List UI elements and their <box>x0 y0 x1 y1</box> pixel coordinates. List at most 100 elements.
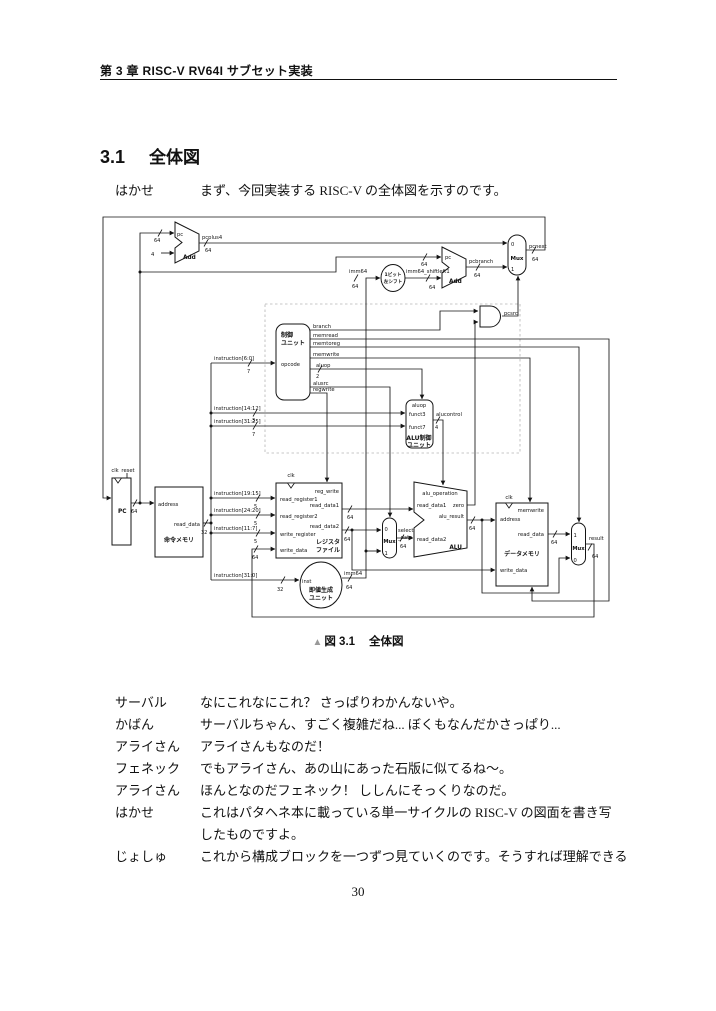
select-data-mux <box>382 517 397 559</box>
diagram-label: write_data <box>280 548 307 554</box>
diagram-label: instruction[24:20] <box>214 508 261 514</box>
dialog-row: フェネックでもアライさん、あの山にあった石版に似てるね〜。 <box>115 758 645 780</box>
diagram-label: alu_operation <box>422 491 457 497</box>
alu-control-unit <box>405 399 434 449</box>
diagram-label: 制御 <box>281 331 293 339</box>
wire-junction <box>209 496 213 500</box>
diagram-label: 即値生成 <box>309 586 333 594</box>
diagram-label: 64 <box>252 555 258 561</box>
diagram-label: 64 <box>346 585 352 591</box>
chapter-header: 第 3 章 RISC-V RV64I サブセット実装 <box>100 64 313 78</box>
diagram-label: レジスタ <box>316 538 340 546</box>
bus-width-tick <box>157 229 163 237</box>
diagram-label: 64 <box>474 273 480 279</box>
diagram-label: pcplus4 <box>202 235 223 241</box>
diagram-label: read_data1 <box>310 503 339 509</box>
diagram-label: pcnext <box>529 244 547 250</box>
wire-junction <box>480 518 484 522</box>
diagram-label: instruction[31:25] <box>214 419 261 425</box>
register-file <box>275 482 343 559</box>
diagram-label: 7 <box>247 369 250 375</box>
bus-width-tick <box>344 526 350 534</box>
speaker-text: なにこれなにこれ？ さっぱりわかんないや。 <box>200 695 463 710</box>
dialog-row: アライさんアライさんもなのだ！ <box>115 736 645 758</box>
diagram-label: 0 <box>574 558 577 564</box>
diagram-label: 64 <box>352 284 358 290</box>
diagram-label: 4 <box>151 252 155 258</box>
diagram-label: _data <box>397 535 412 541</box>
bus-width-tick <box>435 416 441 424</box>
diagram-label: ALU制御 <box>406 434 431 442</box>
speaker-name: サーバル <box>115 695 167 710</box>
bus-width-tick <box>353 274 359 282</box>
diagram-label: funct3 <box>409 412 426 418</box>
bus-width-tick <box>399 534 405 542</box>
diagram-label: regwrite <box>313 387 335 393</box>
diagram-label: clk <box>505 495 512 501</box>
dialog-row: かばんサーバルちゃん、すごく複雑だね... ぼくもなんだかさっぱり... <box>115 714 645 736</box>
diagram-label: 64 <box>592 554 598 560</box>
diagram-label: read_data <box>174 522 200 528</box>
wire-regwrite <box>310 392 330 483</box>
diagram-label: funct7 <box>409 425 426 431</box>
diagram-label: instruction[31:0] <box>214 573 257 579</box>
diagram-label: 64 <box>429 285 435 291</box>
bus-width-tick <box>587 543 593 551</box>
branch-adder <box>441 246 467 289</box>
diagram-label: 1ビット <box>385 271 402 278</box>
diagram-label: instruction[11:7] <box>214 526 257 532</box>
speaker-text: したものですよ。 <box>200 827 305 842</box>
diagram-label: 5 <box>254 539 257 545</box>
diagram-label: opcode <box>281 362 300 368</box>
dialog-row: したものですよ。 <box>115 824 645 846</box>
wire-branch <box>310 308 479 331</box>
diagram-label: Mux <box>572 546 585 552</box>
clk-wedge-icon <box>113 477 123 484</box>
diagram-label: reg_write <box>315 489 339 495</box>
diagram-label: 2 <box>316 374 319 380</box>
speaker-name: じょしゅ <box>115 849 168 864</box>
wire-aluop <box>310 368 425 400</box>
diagram-label: instruction[6:0] <box>214 356 254 362</box>
diagram-label: データメモリ <box>504 550 540 558</box>
diagram-label: 64 <box>532 257 538 263</box>
bus-width-tick <box>531 246 537 254</box>
diagram-label: 0 <box>511 242 514 248</box>
data-memory <box>495 502 549 587</box>
diagram-label: read_data2 <box>310 524 339 530</box>
diagram-label: write_data <box>500 568 527 574</box>
diagram-label: ファイル <box>316 547 340 554</box>
wire-alusrc <box>310 386 393 518</box>
wire-alucontrol <box>433 419 446 486</box>
diagram-label: ユニット <box>281 340 305 347</box>
speaker-text: これはパタヘネ本に載っている単一サイクルの RISC-V の図面を書き写 <box>200 805 612 820</box>
speaker-name: かばん <box>115 717 155 732</box>
diagram-label: 0 <box>385 527 388 533</box>
dialog-list: サーバル なにこれなにこれ？ さっぱりわかんないや。 かばんサーバルちゃん、すごく… <box>115 692 645 868</box>
diagram-label: clk <box>287 473 294 479</box>
diagram-label: 64 <box>205 248 211 254</box>
section-number: 3.1 <box>100 147 126 167</box>
diagram-label: 64 <box>551 540 557 546</box>
diagram-label: 64 <box>344 537 350 543</box>
diagram-label: PC <box>118 509 127 515</box>
shift-left1-unit <box>380 264 406 292</box>
diagram-label: 64 <box>347 515 353 521</box>
caption-triangle-icon: ▲ <box>312 637 323 648</box>
diagram-label: pc <box>445 255 451 261</box>
bus-width-tick <box>132 499 138 507</box>
alu <box>413 481 468 558</box>
speaker-name: アライさん <box>115 739 181 754</box>
bus-width-tick <box>203 239 209 247</box>
diagram-label: memwrite <box>313 352 339 358</box>
bus-width-tick <box>475 263 481 271</box>
bus-width-tick <box>422 253 428 261</box>
diagram-label: read_data <box>518 532 544 538</box>
diagram-label: clk <box>111 468 118 474</box>
diagram-label: 64 <box>154 238 160 244</box>
diagram-label: 64 <box>131 509 137 515</box>
imm-gen-unit <box>299 561 343 609</box>
diagram-label: imm64_shiftleft1 <box>406 269 450 275</box>
